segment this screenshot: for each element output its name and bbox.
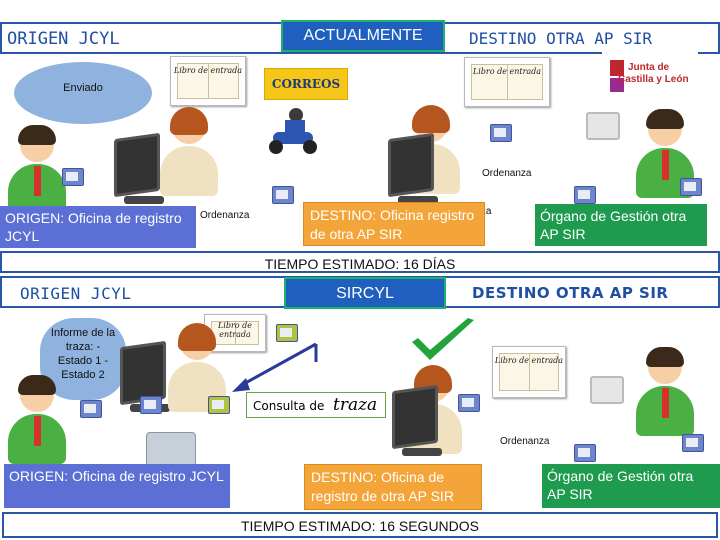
top-speech-bubble: Enviado: [14, 62, 152, 124]
bottom-folder-7: [574, 444, 596, 462]
jcyl-crest-icon: [610, 60, 624, 76]
top-origin-label: ORIGEN JCYL: [7, 29, 120, 49]
top-ordenanza-left: Ordenanza: [198, 210, 252, 221]
jcyl-crest-icon-2: [610, 78, 624, 92]
top-time-bar: TIEMPO ESTIMADO: 16 DÍAS: [0, 251, 720, 273]
top-origin-box: ORIGEN: Oficina de registro JCYL: [0, 206, 196, 248]
top-dest-box: DESTINO: Oficina registro de otra AP SIR: [303, 202, 485, 246]
bottom-origin-label: ORIGEN JCYL: [20, 284, 132, 303]
bottom-ordenanza: Ordenanza: [498, 436, 552, 447]
top-center-label: ACTUALMENTE: [281, 20, 445, 52]
correos-text: CORREOS: [271, 77, 341, 91]
consulta-word: traza: [333, 395, 378, 415]
correos-logo: CORREOS: [264, 68, 348, 100]
checkmark-icon: [412, 318, 474, 360]
top-bubble-text: Enviado: [63, 82, 103, 94]
bottom-bubble-text: Informe de la traza: -Estado 1 -Estado 2: [50, 327, 116, 381]
scooter-icon: [265, 108, 323, 154]
consulta-label: Consulta de traza: [246, 392, 386, 418]
bottom-person-origin: [8, 375, 66, 464]
bottom-organ-box: Órgano de Gestión otra AP SIR: [542, 464, 720, 508]
top-person-woman: [160, 107, 218, 196]
bottom-center-label: SIRCYL: [284, 277, 446, 309]
top-book-right: Libro de entrada: [464, 57, 550, 107]
bottom-book-right: Libro de entrada: [492, 346, 566, 398]
bottom-origin-box: ORIGEN: Oficina de registro JCYL: [4, 464, 230, 508]
top-ordenanza-right: Ordenanza: [480, 168, 534, 179]
top-organ-box: Órgano de Gestión otra AP SIR: [535, 204, 707, 246]
bottom-folder-4: [208, 396, 230, 414]
bottom-folder-2: [140, 396, 162, 414]
top-book-left: Libro de entrada: [170, 56, 246, 106]
top-dest-label: DESTINO OTRA AP SIR: [469, 29, 653, 48]
logo-line1: Junta de: [628, 62, 670, 73]
bottom-imac-icon: [590, 376, 624, 404]
bottom-folder-1: [80, 400, 102, 418]
bottom-folder-5: [458, 394, 480, 412]
bottom-folder-6: [682, 434, 704, 452]
top-folder-1: [62, 168, 84, 186]
bottom-server-icon: [146, 432, 196, 468]
top-folder-2: [272, 186, 294, 204]
bottom-time-bar: TIEMPO ESTIMADO: 16 SEGUNDOS: [2, 512, 718, 538]
top-folder-3: [490, 124, 512, 142]
bottom-folder-3: [276, 324, 298, 342]
top-imac-icon: [586, 112, 620, 140]
top-folder-4: [680, 178, 702, 196]
consulta-prefix: Consulta de: [253, 399, 325, 413]
top-folder-5: [574, 186, 596, 204]
bottom-dest-box: DESTINO: Oficina de registro de otra AP …: [304, 464, 482, 510]
arrow-icon: [232, 342, 318, 392]
bottom-dest-label: DESTINO OTRA AP SIR: [472, 284, 669, 302]
jcyl-logo: Junta de Castilla y León: [602, 52, 698, 106]
logo-line2: Castilla y León: [618, 74, 689, 85]
top-person-origin: [8, 125, 66, 214]
bottom-person-organ: [636, 347, 694, 436]
